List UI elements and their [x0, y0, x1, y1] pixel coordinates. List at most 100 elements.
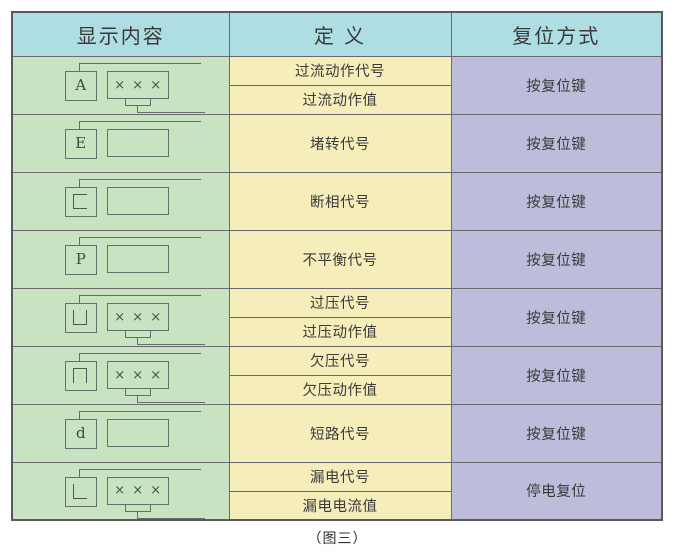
table-row: E 堵转代号按复位键	[11, 113, 663, 173]
leader-line-top	[78, 63, 201, 72]
table-row: 过压动作值	[12, 316, 662, 347]
value-digit-placeholder: ×	[132, 483, 144, 499]
code-value-box: × × ×	[106, 71, 169, 99]
display-code-cell: d	[11, 403, 230, 463]
definition-cell: 欠压代号	[228, 345, 452, 376]
definition-cell: 断相代号	[228, 171, 452, 231]
table-row: 断相代号按复位键	[11, 171, 663, 231]
definition-cell: 短路代号	[228, 403, 452, 463]
reset-method-cell: 按复位键	[450, 403, 663, 463]
definition-cell: 不平衡代号	[228, 229, 452, 289]
leader-line-top	[78, 411, 201, 420]
leader-bracket-bottom	[124, 331, 151, 338]
table-row: P 不平衡代号按复位键	[11, 229, 663, 289]
table-header: 显示内容 定 义 复位方式	[11, 11, 663, 57]
display-code-cell	[11, 171, 230, 231]
code-letter-box: A	[64, 71, 97, 101]
display-code-cell: A × × ×	[11, 55, 230, 115]
code-glyph-shape-u-icon	[72, 310, 87, 325]
value-digit-placeholder: ×	[132, 309, 144, 325]
display-code-cell: × × ×	[11, 461, 230, 521]
table-row: A × × × 过流动作代号按复位键	[11, 55, 663, 115]
table-header-row: 显示内容 定 义 复位方式	[11, 11, 663, 57]
display-code-figure: E	[31, 115, 211, 171]
code-letter-box	[64, 187, 97, 217]
table-row: × × × 过压代号按复位键	[11, 287, 663, 347]
reset-method-cell: 按复位键	[450, 55, 663, 115]
table-row: ×××欠压代号按复位键	[11, 345, 663, 405]
display-code-figure: ×××	[31, 347, 211, 403]
display-code-figure: P	[31, 231, 211, 287]
leader-line-top	[78, 468, 201, 478]
table-row: × × × 漏电代号停电复位	[11, 461, 663, 521]
definition-cell: 漏电电流值	[228, 490, 452, 521]
leader-line-top	[78, 121, 201, 130]
display-code-cell: E	[11, 113, 230, 173]
value-digit-placeholder: ×	[114, 309, 126, 325]
column-header-reset: 复位方式	[450, 11, 663, 57]
code-letter-box	[64, 361, 97, 391]
code-letter-box: d	[64, 419, 97, 449]
code-value-box: × × ×	[106, 303, 169, 331]
reset-method-cell: 按复位键	[450, 171, 663, 231]
reset-method-cell: 按复位键	[450, 229, 663, 289]
code-glyph-shape-n-icon	[72, 368, 87, 383]
leader-line-bottom	[136, 395, 205, 403]
code-value-box	[106, 187, 169, 215]
code-value-box: ×××	[106, 361, 169, 389]
value-digit-placeholder: ×	[114, 77, 126, 93]
definition-cell: 堵转代号	[228, 113, 452, 173]
table-row: 漏电电流值	[12, 490, 662, 521]
leader-line-top	[78, 353, 201, 362]
code-value-box	[106, 419, 169, 447]
definition-cell: 过压动作值	[228, 316, 452, 347]
value-digit-placeholder: ×	[150, 483, 162, 499]
definition-cell: 漏电代号	[228, 461, 452, 492]
reset-method-cell: 按复位键	[450, 345, 663, 405]
code-letter-box: P	[64, 245, 97, 275]
display-code-figure: d	[31, 405, 211, 461]
display-code-figure: × × ×	[31, 289, 211, 345]
code-letter-box	[64, 303, 97, 333]
value-digit-placeholder: ×	[114, 367, 126, 383]
value-digit-placeholder: ×	[150, 77, 162, 93]
column-header-display: 显示内容	[11, 11, 230, 57]
definition-cell: 过压代号	[228, 287, 452, 318]
leader-line-top	[78, 295, 201, 304]
code-glyph-shape-c-icon	[72, 194, 87, 209]
value-digit-placeholder: ×	[150, 309, 162, 325]
display-code-figure: × × ×	[31, 463, 211, 519]
display-code-cell: ×××	[11, 345, 230, 405]
reset-method-cell: 停电复位	[450, 461, 663, 521]
value-digit-placeholder: ×	[132, 367, 144, 383]
column-header-definition: 定 义	[228, 11, 452, 57]
definition-cell: 欠压动作值	[228, 374, 452, 405]
leader-line-bottom	[136, 510, 205, 519]
value-digit-placeholder: ×	[114, 483, 126, 499]
code-letter-box: E	[64, 129, 97, 159]
code-value-box: × × ×	[106, 476, 169, 505]
leader-bracket-bottom	[124, 389, 151, 396]
figure-caption: （图三）	[307, 531, 368, 547]
leader-bracket-bottom	[124, 504, 151, 512]
leader-line-bottom	[136, 105, 205, 113]
leader-line-top	[78, 237, 201, 246]
reset-method-cell: 按复位键	[450, 113, 663, 173]
value-digit-placeholder: ×	[132, 77, 144, 93]
display-code-figure	[31, 173, 211, 229]
code-value-box	[106, 129, 169, 157]
code-letter-box	[64, 476, 97, 507]
leader-line-top	[78, 179, 201, 188]
display-code-cell: × × ×	[11, 287, 230, 347]
display-code-cell: P	[11, 229, 230, 289]
leader-line-bottom	[136, 337, 205, 345]
definition-cell: 过流动作代号	[228, 55, 452, 86]
table-row: d 短路代号按复位键	[11, 403, 663, 463]
definition-cell: 过流动作值	[228, 84, 452, 115]
reset-method-cell: 按复位键	[450, 287, 663, 347]
display-code-figure: A × × ×	[31, 57, 211, 113]
code-value-box	[106, 245, 169, 273]
leader-bracket-bottom	[124, 99, 151, 106]
